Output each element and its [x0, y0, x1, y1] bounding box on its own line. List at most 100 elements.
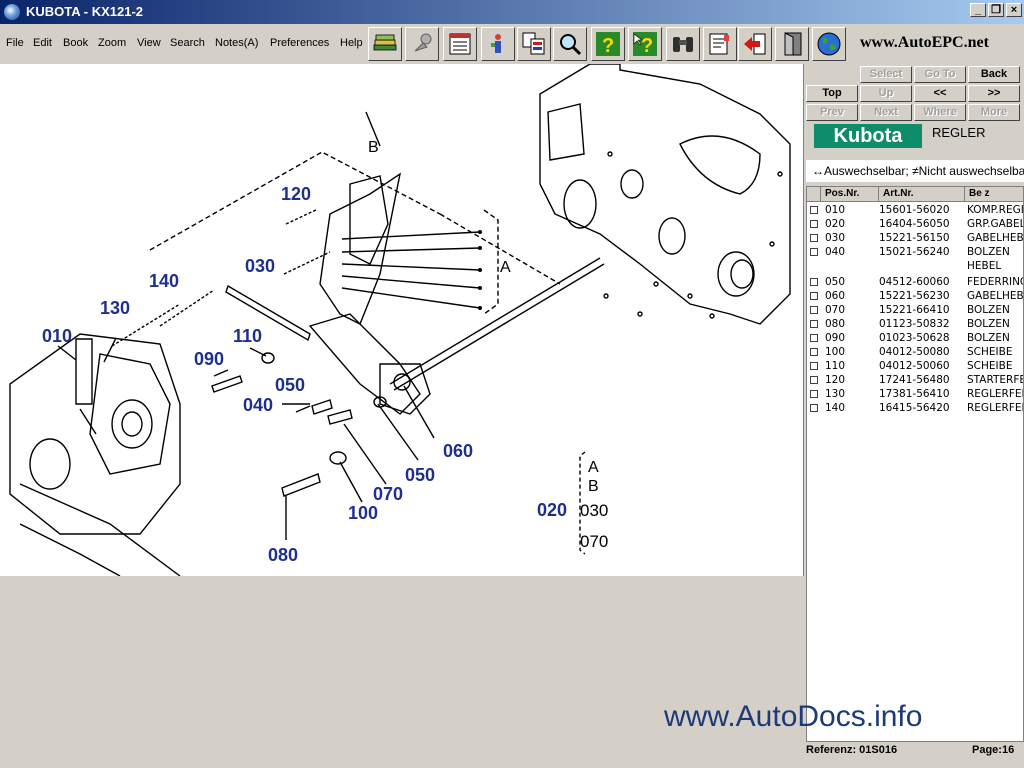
where-button[interactable]: Where — [914, 104, 966, 121]
assembly-button[interactable] — [481, 27, 515, 61]
notes-button[interactable] — [703, 27, 737, 61]
row-checkbox[interactable] — [810, 278, 818, 286]
menu-search[interactable]: Search — [170, 37, 205, 49]
callout-050-lower: 050 — [405, 465, 435, 485]
exploded-view-drawing: 010 020 030 040 050 050 060 070 080 090 … — [9, 64, 791, 576]
stack-a: A — [588, 459, 599, 476]
prev-button[interactable]: Prev — [806, 104, 858, 121]
more-button[interactable]: More — [968, 104, 1020, 121]
binoculars-button[interactable] — [666, 27, 700, 61]
art-nr-cell: 15221-56150 — [879, 232, 950, 244]
marker-b: B — [368, 139, 379, 156]
menu-help[interactable]: Help — [340, 37, 363, 49]
menu-view[interactable]: View — [137, 37, 161, 49]
table-row[interactable]: 140 16415-56420 REGLERFEDER — [807, 401, 1023, 415]
callout-130: 130 — [100, 298, 130, 318]
watermark: www.AutoDocs.info — [664, 700, 923, 733]
up-button[interactable]: Up — [860, 85, 912, 102]
maximize-button[interactable]: ❐ — [988, 3, 1004, 17]
callout-110: 110 — [233, 326, 262, 346]
art-nr-cell: 16415-56420 — [879, 402, 950, 414]
description-cell: REGLERFEDER — [967, 402, 1023, 414]
row-checkbox[interactable] — [810, 220, 818, 228]
row-checkbox[interactable] — [810, 348, 818, 356]
row-checkbox[interactable] — [810, 234, 818, 242]
reference-label: Referenz: 01S016 — [806, 744, 898, 756]
pos-cell: 090 — [825, 332, 846, 344]
row-checkbox[interactable] — [810, 390, 818, 398]
books-icon — [373, 34, 397, 51]
assembly-icon — [491, 34, 501, 53]
menu-book[interactable]: Book — [63, 37, 89, 49]
goto-button[interactable]: Go To — [914, 66, 966, 83]
pin-button[interactable] — [405, 27, 439, 61]
row-checkbox[interactable] — [810, 306, 818, 314]
row-checkbox[interactable] — [810, 248, 818, 256]
top-button[interactable]: Top — [806, 85, 858, 102]
menu-edit[interactable]: Edit — [33, 37, 52, 49]
context-help-icon: ? — [633, 32, 657, 57]
stack-b: B — [588, 478, 599, 495]
row-checkbox[interactable] — [810, 376, 818, 384]
table-header: Pos.Nr. Art.Nr. Be z — [807, 187, 1023, 202]
next-button[interactable]: Next — [860, 104, 912, 121]
next-page-button[interactable]: >> — [968, 85, 1020, 102]
interchangeability-legend: ↔Auswechselbar; ≠Nicht auswechselbar — [806, 160, 1024, 182]
header-art-nr[interactable]: Art.Nr. — [879, 187, 965, 202]
globe-button[interactable] — [812, 27, 846, 61]
magnifier-button[interactable] — [553, 27, 587, 61]
row-checkbox[interactable] — [810, 320, 818, 328]
callout-020: 020 — [537, 500, 567, 520]
close-button[interactable]: × — [1006, 3, 1022, 17]
table-row[interactable]: HEBEL — [807, 259, 1023, 273]
back-arrow-button[interactable] — [738, 27, 772, 61]
row-checkbox[interactable] — [810, 292, 818, 300]
help-button[interactable]: ? — [591, 27, 625, 61]
autoepc-brand-text: www.AutoEPC.net — [860, 34, 989, 51]
header-pos-nr[interactable]: Pos.Nr. — [821, 187, 879, 202]
context-help-button[interactable]: ? — [628, 27, 662, 61]
exit-button[interactable] — [775, 27, 809, 61]
row-checkbox[interactable] — [810, 362, 818, 370]
select-button[interactable]: Select — [860, 66, 912, 83]
row-checkbox[interactable] — [810, 206, 818, 214]
description-cell: GRP.GABEL — [967, 218, 1024, 230]
parts-diagram[interactable]: 010 020 030 040 050 050 060 070 080 090 … — [0, 64, 804, 576]
art-nr-cell: 01123-50832 — [879, 318, 950, 330]
pos-cell: 050 — [825, 276, 846, 288]
callout-050-upper: 050 — [275, 375, 305, 395]
header-bezeichnung[interactable]: Be z — [965, 187, 1023, 202]
books-button[interactable] — [368, 27, 402, 61]
art-nr-cell: 16404-56050 — [879, 218, 950, 230]
menu-notes[interactable]: Notes(A) — [215, 37, 259, 49]
row-checkbox[interactable] — [810, 334, 818, 342]
menu-file[interactable]: File — [6, 37, 24, 49]
previous-page-button[interactable]: << — [914, 85, 966, 102]
description-cell: REGLERFEDER — [967, 388, 1023, 400]
row-checkbox[interactable] — [810, 404, 818, 412]
page-label: Page:16 — [972, 744, 1015, 756]
menu-preferences[interactable]: Preferences — [270, 37, 330, 49]
pos-cell: 110 — [825, 360, 846, 372]
back-button[interactable]: Back — [968, 66, 1020, 83]
minimize-button[interactable]: _ — [970, 3, 986, 17]
pos-cell: 100 — [825, 346, 846, 358]
menu-zoom[interactable]: Zoom — [98, 37, 127, 49]
parts-list-button[interactable] — [443, 27, 477, 61]
pages-button[interactable] — [517, 27, 551, 61]
pos-cell: 140 — [825, 402, 846, 414]
